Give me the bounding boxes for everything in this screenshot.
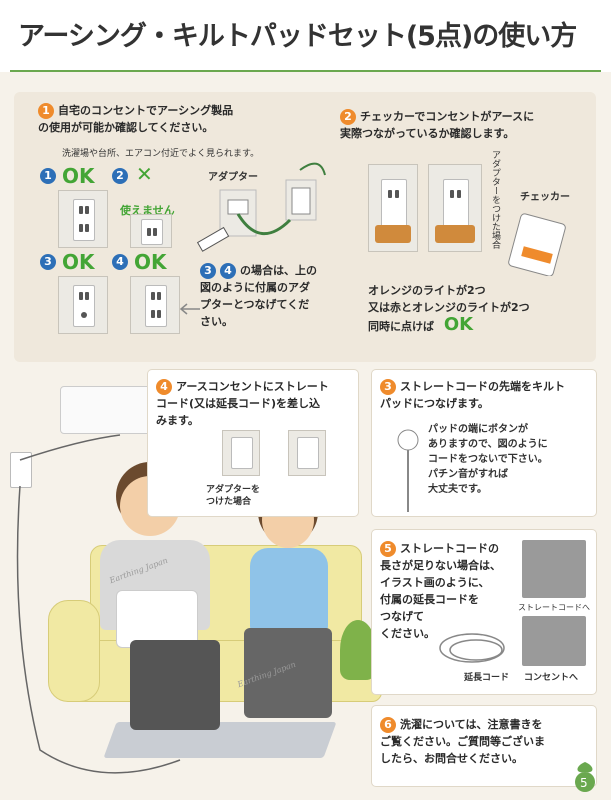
- outlet-1-number: 1: [40, 168, 56, 184]
- extension-cord-illustration: [439, 633, 505, 663]
- outlet-1-ok: OK: [62, 164, 95, 188]
- checker-outlet-plain: [368, 164, 418, 252]
- step3-number: 3: [380, 379, 396, 395]
- step3-detail: パッドの端にボタンが ありますので、図のように コードをつないで下さい。 パチン…: [428, 424, 548, 495]
- outlet-1-plate: [58, 190, 108, 248]
- hint-number-3: 3: [200, 263, 216, 279]
- woman-legs: [244, 628, 332, 718]
- outlet-2-number: 2: [112, 168, 128, 184]
- outlet-item-4: 4 OK: [112, 250, 182, 334]
- label-straight: ストレートコードへ: [518, 603, 590, 612]
- adapter-illustration: [196, 162, 326, 252]
- adapter-label: アダプター: [208, 172, 258, 183]
- step4-outlet-adapter: [222, 430, 260, 476]
- outlet-2-x: ✕: [136, 162, 153, 186]
- outlet-3-plate: [58, 276, 108, 334]
- outlet-1-face: [73, 199, 95, 241]
- straight-cord-connector: [397, 429, 419, 512]
- top-panel: [14, 92, 596, 362]
- cord-line: [16, 434, 181, 774]
- step4-caption: アダプターを つけた場合: [206, 485, 261, 507]
- sofa-seat: [60, 640, 382, 702]
- sofa-arm-left: [48, 600, 100, 702]
- woman-body: [250, 548, 328, 632]
- checker-label: チェッカー: [520, 192, 570, 203]
- brand-logo-icon: 5: [575, 762, 595, 792]
- outlet-2-unusable: 使えません: [120, 204, 175, 217]
- outlet-item-2: 2 ✕ 使えません: [112, 162, 192, 248]
- title-divider: [10, 70, 601, 72]
- wall-socket: [10, 452, 32, 488]
- outlet-3-ok: OK: [62, 250, 95, 274]
- arrow-left-icon: [179, 303, 200, 315]
- step2-number: 2: [340, 109, 356, 125]
- page-title: アーシング・キルトパッドセット(5点)の使い方: [18, 21, 577, 52]
- outlet-cord-photo: [522, 616, 586, 666]
- outlet-4-ok: OK: [134, 250, 167, 274]
- outlet-item-3: 3 OK: [40, 250, 110, 334]
- outlet-4-plate: [130, 276, 180, 334]
- outlet-3-number: 3: [40, 254, 56, 270]
- checker-device-adapter: [435, 225, 475, 243]
- outlet-2-plate: [130, 214, 172, 248]
- outlet-4-number: 4: [112, 254, 128, 270]
- man-legs: [130, 640, 220, 730]
- pillow: [116, 590, 198, 648]
- outlet-item-1: 1 OK: [40, 164, 110, 248]
- step4-number: 4: [156, 379, 172, 395]
- svg-text:5: 5: [580, 776, 588, 790]
- checker-outlet-adapter: [428, 164, 482, 252]
- hint-number-4: 4: [220, 263, 236, 279]
- step1-note: 洗濯場や台所、エアコン付近でよく見られます。: [62, 149, 260, 159]
- vertical-label: アダプターをつけた場合: [490, 150, 500, 249]
- plant: [340, 620, 376, 680]
- checker-illustration: [508, 213, 566, 276]
- label-outlet: コンセントへ: [524, 673, 579, 683]
- checker-device: [375, 225, 411, 243]
- step4-outlet-plain: [288, 430, 326, 476]
- step1-number: 1: [38, 103, 54, 119]
- step6-number: 6: [380, 717, 396, 733]
- straight-cord-photo: [522, 540, 586, 598]
- step5-number: 5: [380, 541, 396, 557]
- step2-ok: OK: [443, 314, 474, 335]
- label-extension: 延長コード: [464, 673, 510, 683]
- step2-result: オレンジのライトが2つ 又は赤とオレンジのライトが2つ 同時に点けば OK: [368, 284, 530, 335]
